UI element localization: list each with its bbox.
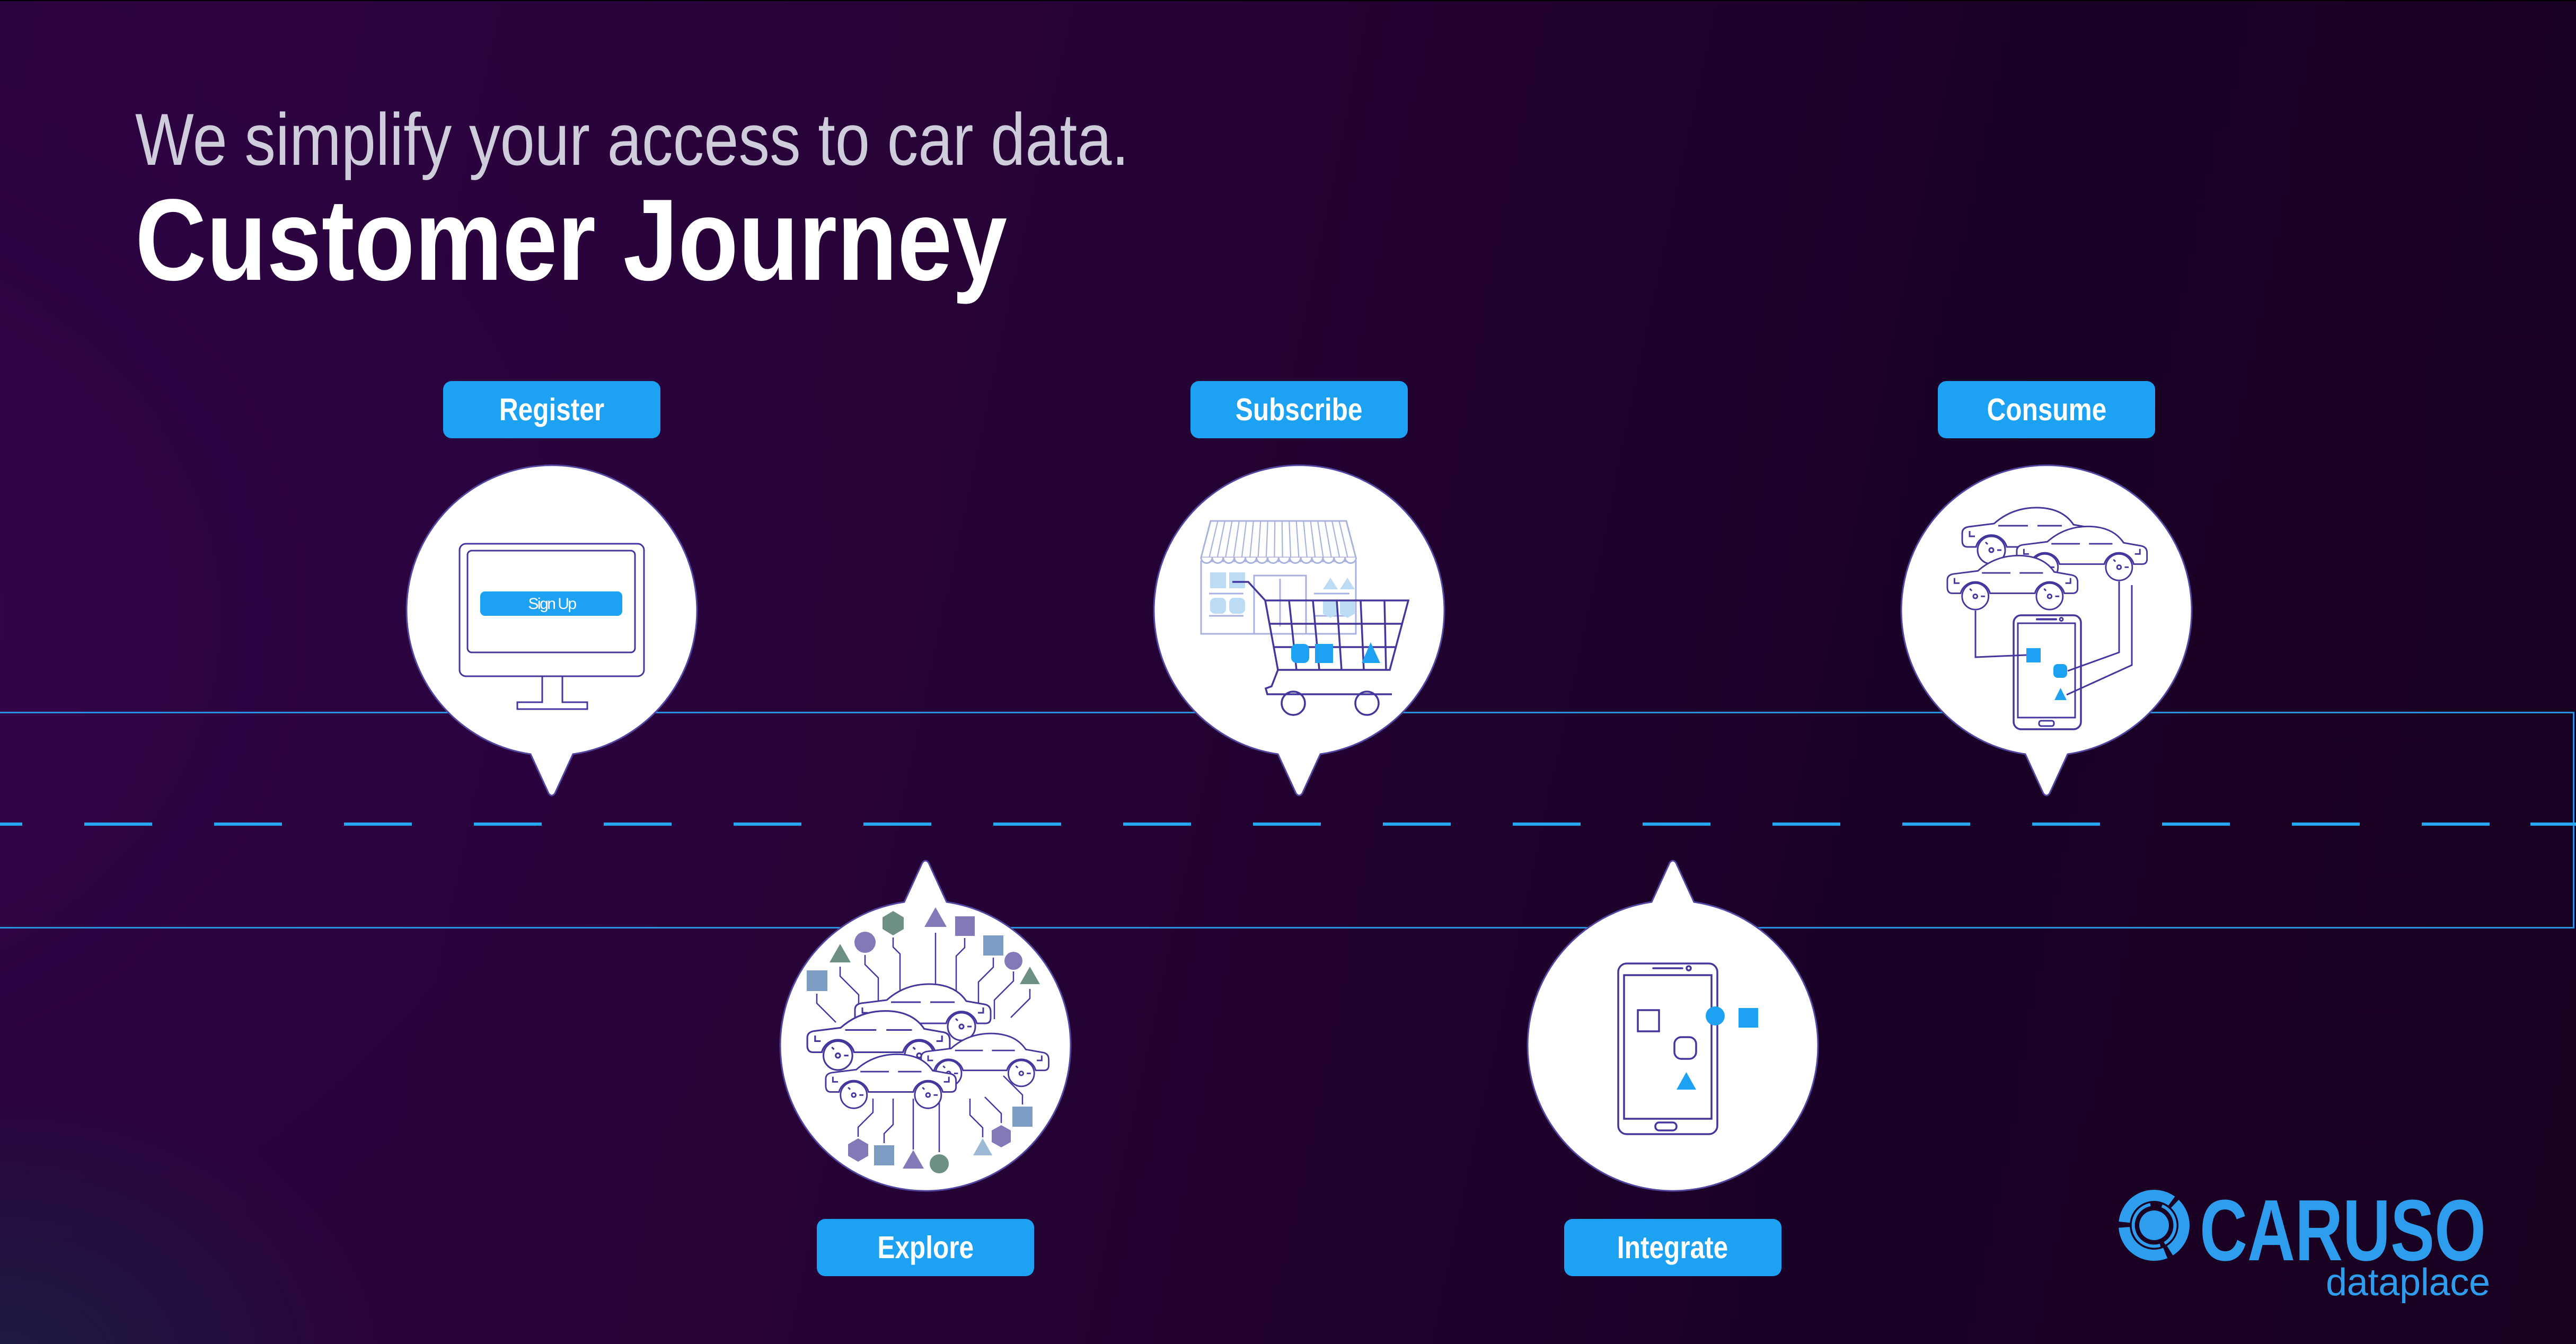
svg-text:CARUSO: CARUSO: [2200, 1182, 2486, 1279]
svg-text:Sign Up: Sign Up: [528, 595, 576, 613]
svg-text:We simplify your access to car: We simplify your access to car data.: [135, 99, 1129, 181]
svg-text:dataplace: dataplace: [2326, 1261, 2490, 1304]
svg-text:Customer Journey: Customer Journey: [135, 175, 1007, 305]
